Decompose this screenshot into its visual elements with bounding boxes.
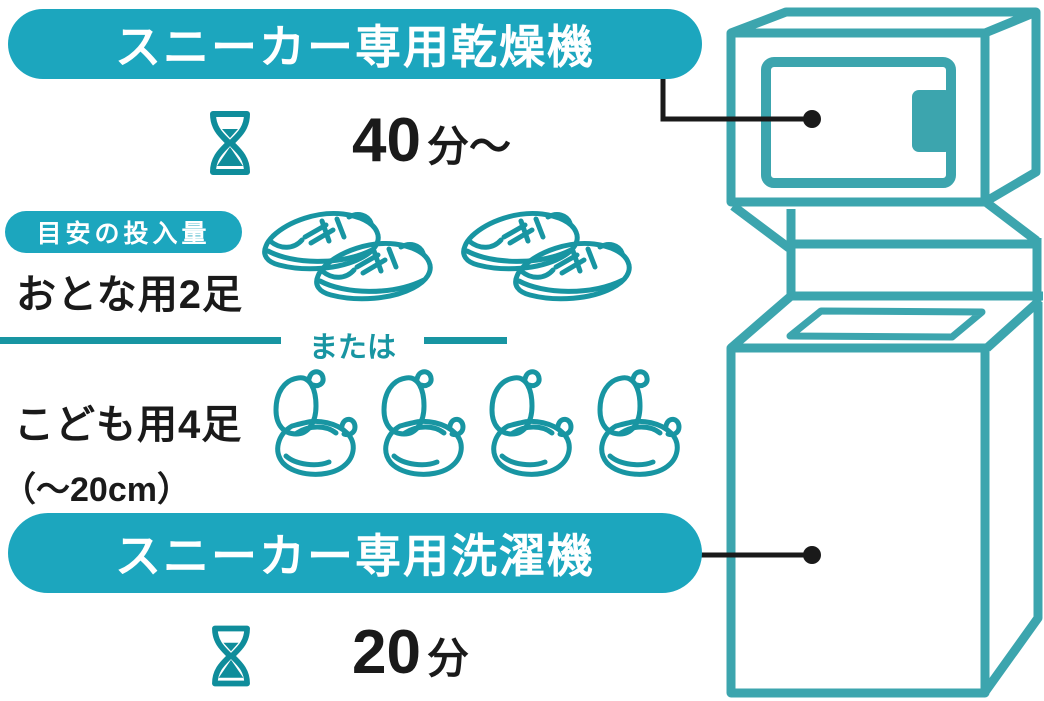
washer-lid	[786, 307, 986, 341]
dryer-duration-unit: 分〜	[426, 123, 511, 170]
dryer-callout-dot	[803, 110, 821, 128]
dryer-callout-line	[660, 74, 806, 122]
dryer-top-right-panels	[729, 7, 1041, 206]
divider-line-right	[424, 337, 507, 344]
hourglass-icon	[203, 105, 257, 181]
washer-callout-dot	[803, 546, 821, 564]
washer-title-banner: スニーカー専用洗濯機	[8, 513, 702, 593]
dryer-duration-value: 40	[352, 106, 421, 175]
washer-right-panel	[981, 302, 1043, 695]
kids-shoe-pair-icon	[586, 366, 688, 494]
dryer-title: スニーカー専用乾燥機	[115, 21, 595, 73]
adult-sneakers-row	[260, 194, 644, 312]
kids-shoe-pair-icon	[478, 366, 580, 494]
hourglass-icon	[205, 620, 257, 692]
washer-front-face	[726, 343, 990, 698]
adult-sneaker-pair-icon	[459, 194, 644, 312]
adult-capacity-label: おとな用2足	[16, 273, 244, 317]
washer-duration: 20 分	[352, 622, 469, 684]
washer-title: スニーカー専用洗濯機	[115, 530, 595, 582]
capacity-badge: 目安の投入量	[5, 211, 242, 253]
washer-duration-unit: 分	[426, 635, 469, 682]
kids-shoe-pair-icon	[262, 366, 364, 494]
dryer-duration: 40 分〜	[352, 110, 511, 172]
dryer-title-banner: スニーカー専用乾燥機	[8, 9, 702, 79]
capacity-badge-label: 目安の投入量	[36, 220, 211, 248]
washer-duration-value: 20	[352, 618, 421, 687]
divider-line-left	[0, 337, 281, 344]
kids-shoes-row	[262, 366, 688, 494]
kids-shoe-pair-icon	[370, 366, 472, 494]
kids-capacity-label: こども用4足	[14, 403, 243, 447]
kids-size-note: （〜20cm）	[2, 471, 191, 509]
adult-sneaker-pair-icon	[260, 194, 445, 312]
or-label: または	[308, 332, 396, 364]
dryer-door-handle	[912, 90, 952, 152]
